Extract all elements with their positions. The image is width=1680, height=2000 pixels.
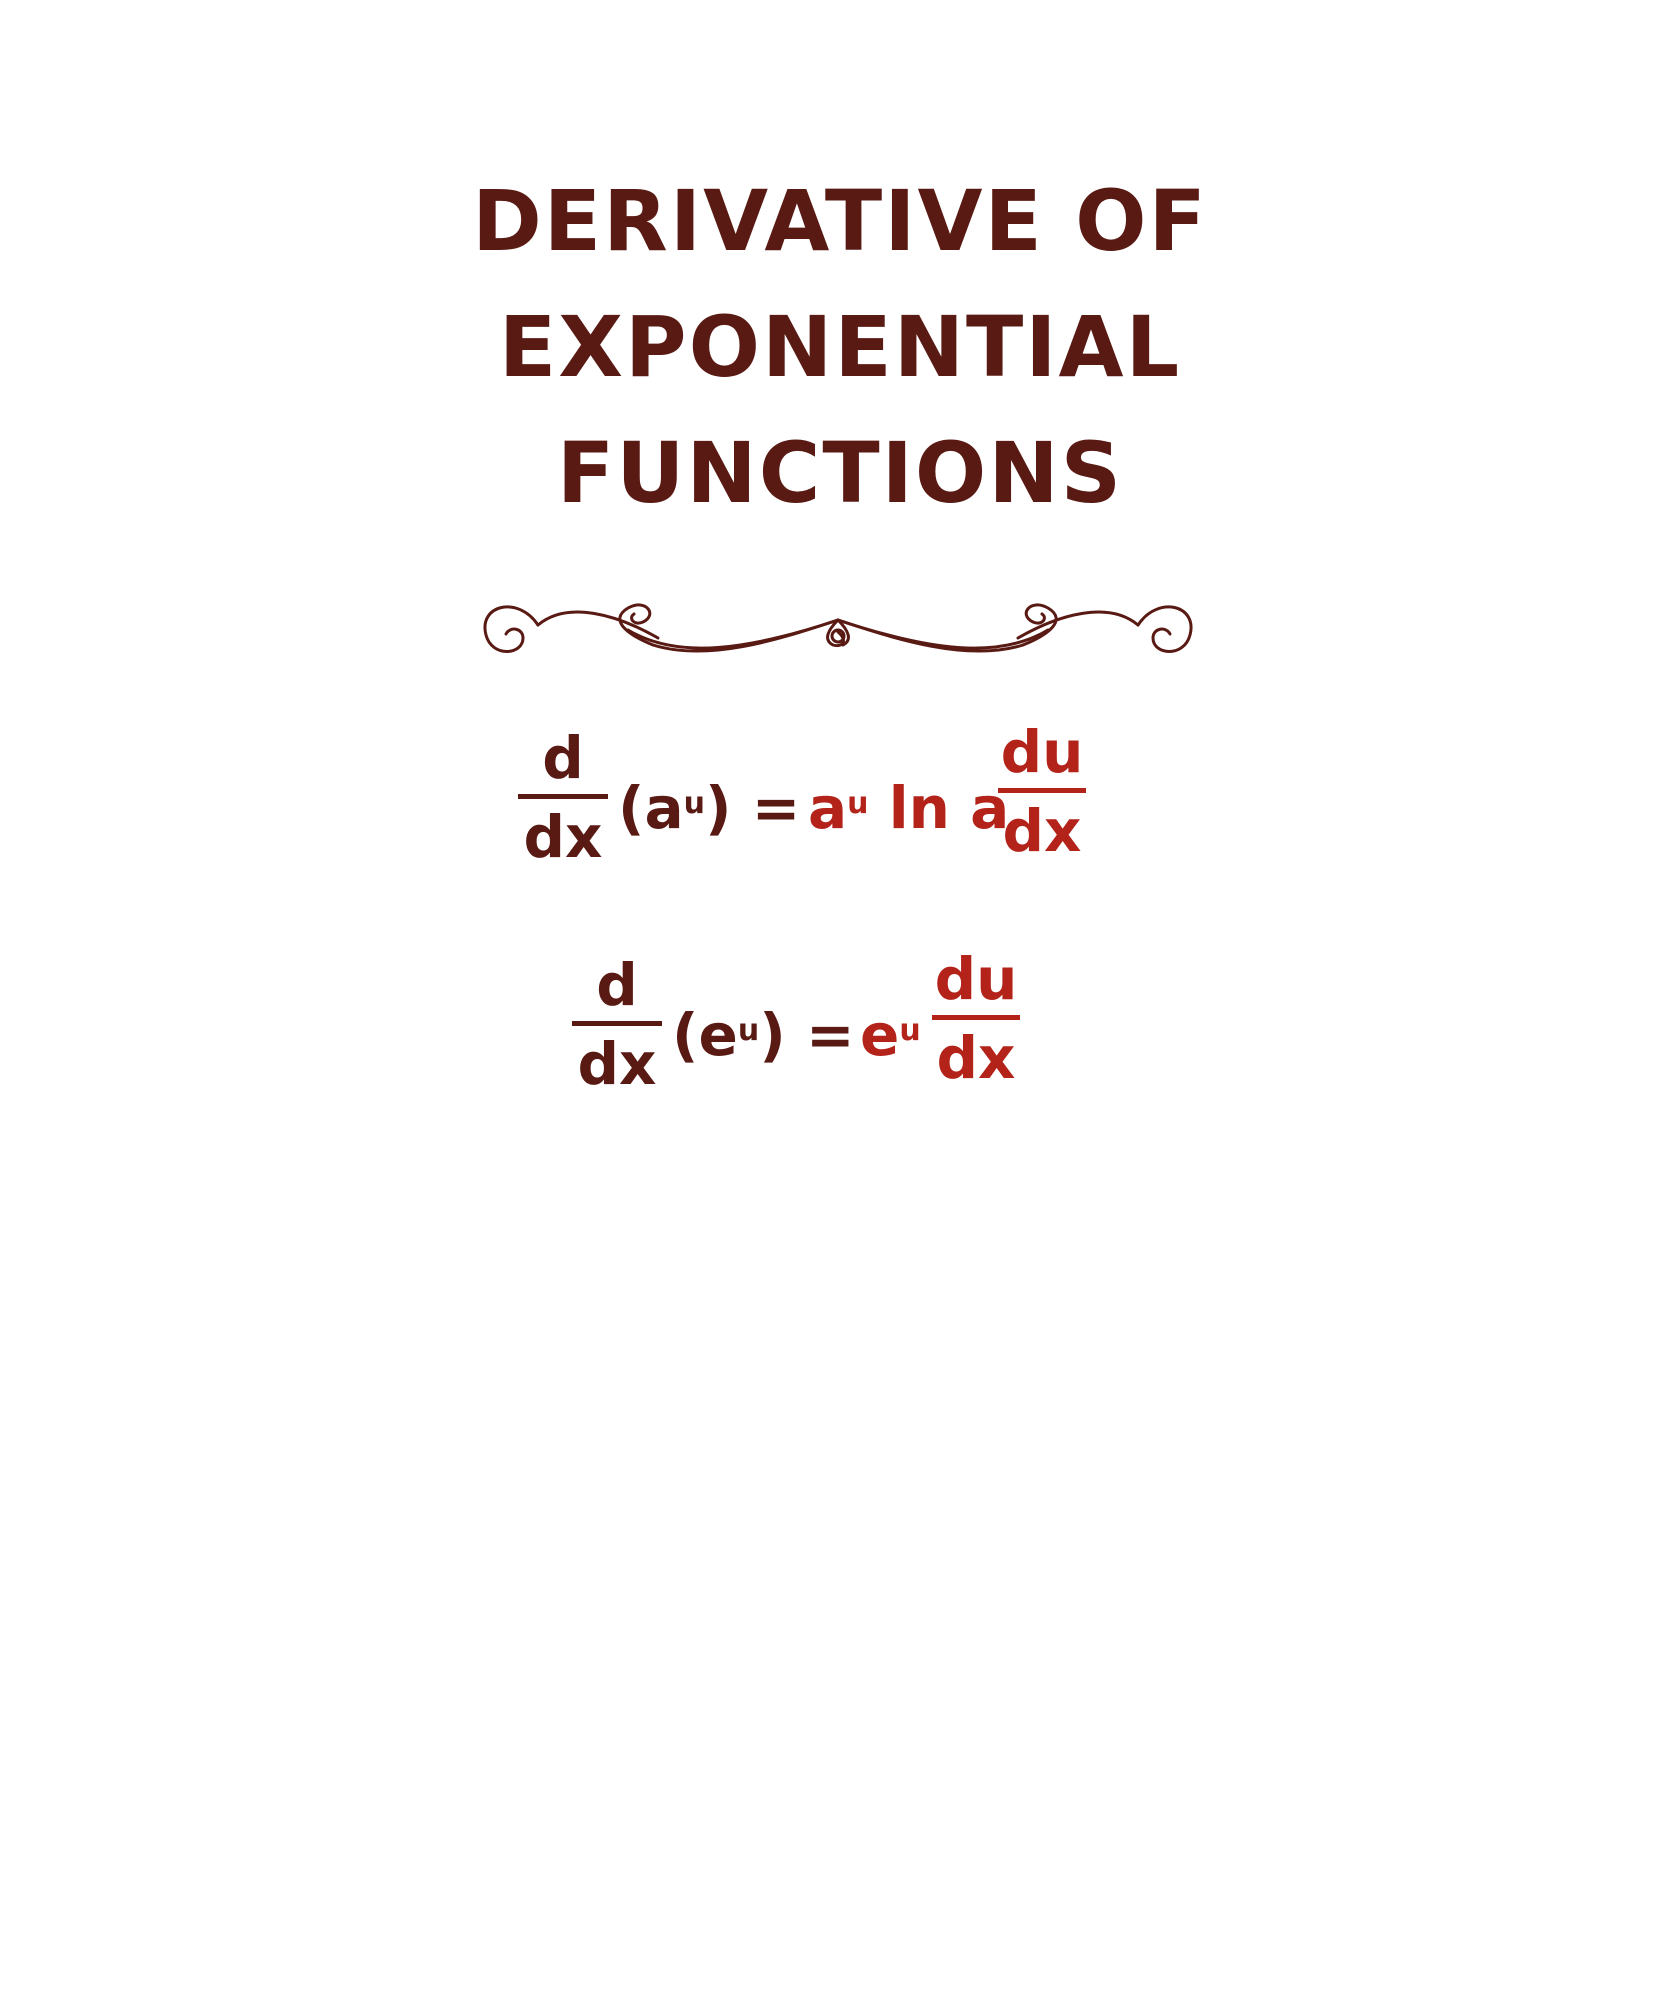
lhs-denominator: dx [523, 803, 603, 871]
lhs-numerator: d [596, 951, 638, 1019]
arg-exponent: u [737, 1013, 760, 1048]
fraction-bar [932, 1015, 1020, 1020]
title-line-3: FUNCTIONS [556, 424, 1124, 522]
fraction-bar [518, 794, 608, 799]
rhs-fraction: du dx [932, 949, 1020, 1088]
equals-sign: = [751, 774, 801, 842]
formula-natural-exponential: d dx (eu) = eu du dx [0, 949, 1680, 1125]
rhs-numerator: du [1000, 718, 1084, 786]
rhs-expression: au ln a [808, 773, 1009, 843]
rhs-exponent: u [847, 786, 869, 821]
lhs-argument: (au) = [618, 774, 801, 842]
rhs-numerator: du [934, 945, 1018, 1013]
lhs-argument: (eu) = [672, 1001, 855, 1069]
rhs-denominator: dx [936, 1024, 1016, 1092]
fraction-bar [998, 788, 1086, 793]
arg-exponent: u [683, 786, 706, 821]
lhs-derivative-operator: d dx [572, 955, 662, 1094]
equals-sign: = [805, 1001, 855, 1069]
rhs-denominator: dx [1002, 797, 1082, 865]
formula-general-exponential: d dx (au) = au ln a du dx [0, 722, 1680, 898]
title-line-1: DERIVATIVE OF [472, 172, 1208, 270]
arg-base: a [644, 774, 684, 842]
lhs-denominator: dx [577, 1030, 657, 1098]
fraction-bar [572, 1021, 662, 1026]
flourish-divider-icon [483, 603, 1193, 653]
rhs-base: e [860, 1001, 900, 1069]
rhs-exponent: u [899, 1013, 921, 1048]
page-title: DERIVATIVE OF EXPONENTIAL FUNCTIONS [0, 158, 1680, 536]
rhs-fraction: du dx [998, 722, 1086, 861]
lhs-numerator: d [542, 724, 584, 792]
title-line-2: EXPONENTIAL [498, 298, 1182, 396]
lhs-derivative-operator: d dx [518, 728, 608, 867]
rhs-expression: eu [860, 1000, 921, 1070]
rhs-ln-term: ln a [888, 774, 1010, 842]
rhs-base: a [808, 774, 848, 842]
arg-base: e [698, 1001, 738, 1069]
